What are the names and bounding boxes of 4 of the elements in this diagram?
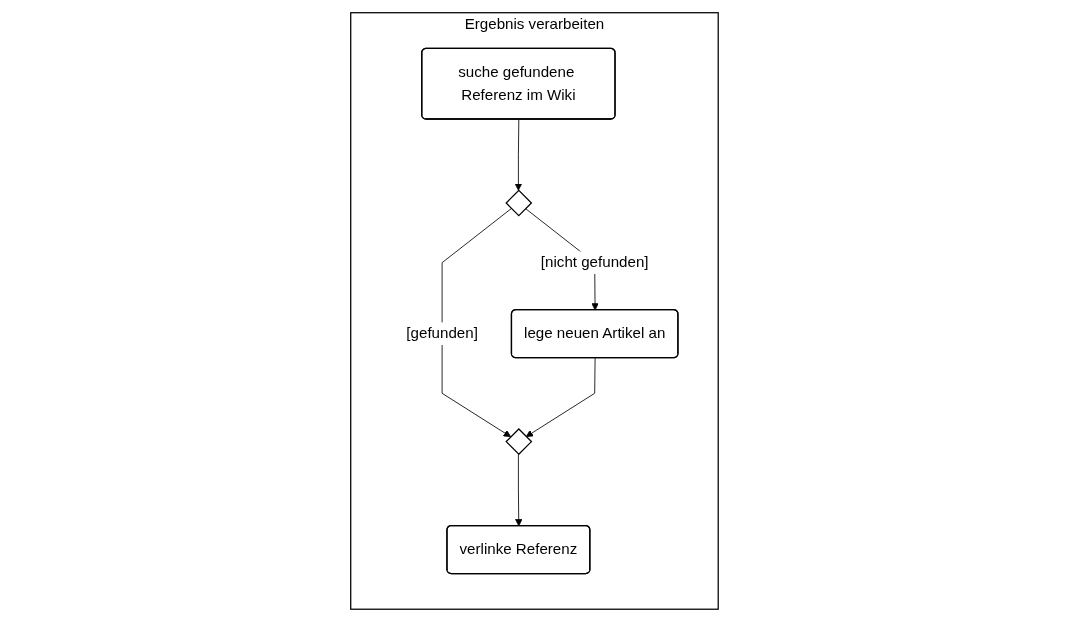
edge-label: [gefunden] xyxy=(405,324,478,342)
node-diamond xyxy=(504,427,532,455)
node-diamond xyxy=(504,189,532,217)
edge-label: [nicht gefunden] xyxy=(540,253,649,271)
